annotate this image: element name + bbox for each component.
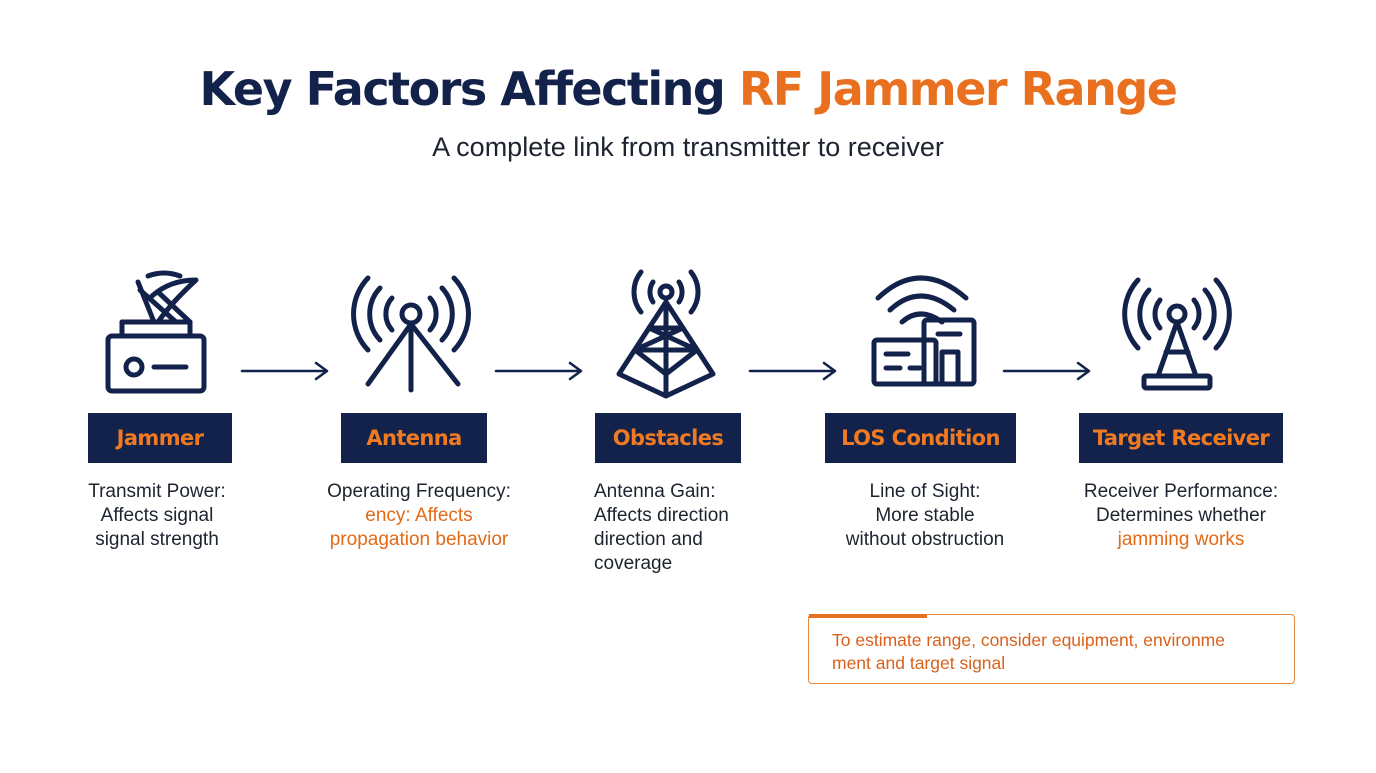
title-main: Key Factors Affecting	[199, 62, 726, 116]
arrow-right-icon	[748, 360, 840, 382]
arrow-right-icon	[494, 360, 586, 382]
description-line: without obstruction	[845, 529, 1005, 550]
description-line: Affects direction	[594, 505, 729, 526]
description-line: signal strength	[95, 529, 219, 550]
step-label-jammer: Jammer	[88, 413, 232, 463]
range-estimate-note: To estimate range, consider equipment, e…	[808, 613, 1295, 684]
step-label-antenna: Antenna	[341, 413, 487, 463]
description-line: Receiver Performance:	[1083, 481, 1279, 502]
arrow-right-icon	[240, 360, 332, 382]
step-description-jammer: Transmit Power: Affects signal signal st…	[37, 480, 277, 552]
lattice-tower-icon	[601, 262, 731, 402]
step-label-obstacles: Obstacles	[595, 413, 741, 463]
note-text: To estimate range, consider equipment, e…	[832, 629, 1225, 675]
note-line: ment and target signal	[832, 653, 1006, 673]
description-line: coverage	[594, 553, 673, 574]
antenna-tower-icon	[346, 262, 476, 402]
note-line: To estimate range, consider equipment, e…	[832, 630, 1225, 650]
description-line: propagation behavior	[329, 529, 509, 550]
description-line: direction and	[594, 529, 703, 550]
page-title: Key Factors Affecting RF Jammer Range	[0, 62, 1376, 116]
step-description-los-condition: Line of Sight: More stable without obstr…	[805, 480, 1045, 552]
note-accent-bar	[809, 613, 927, 618]
step-label-target-receiver: Target Receiver	[1079, 413, 1283, 463]
arrow-right-icon	[1002, 360, 1094, 382]
building-wifi-icon	[860, 262, 990, 402]
step-label-los-condition: LOS Condition	[825, 413, 1016, 463]
page-subtitle: A complete link from transmitter to rece…	[432, 132, 944, 162]
description-line: Antenna Gain:	[594, 481, 716, 502]
jammer-device-icon	[92, 262, 222, 402]
description-line: ency: Affects	[365, 505, 473, 526]
step-description-target-receiver: Receiver Performance: Determines whether…	[1061, 480, 1301, 552]
receiver-tower-icon	[1112, 262, 1242, 402]
description-line: Line of Sight:	[869, 481, 981, 502]
description-line: Determines whether	[1095, 505, 1267, 526]
description-line: jamming works	[1117, 529, 1245, 550]
description-line: Operating Frequency:	[327, 481, 511, 502]
step-description-obstacles: Antenna Gain: Affects direction directio…	[594, 480, 794, 576]
description-line: More stable	[875, 505, 975, 526]
step-description-antenna: Operating Frequency: ency: Affects propa…	[299, 480, 539, 552]
description-line: Affects signal	[100, 505, 214, 526]
description-line: Transmit Power:	[88, 481, 226, 502]
title-accent: RF Jammer Range	[738, 62, 1178, 116]
